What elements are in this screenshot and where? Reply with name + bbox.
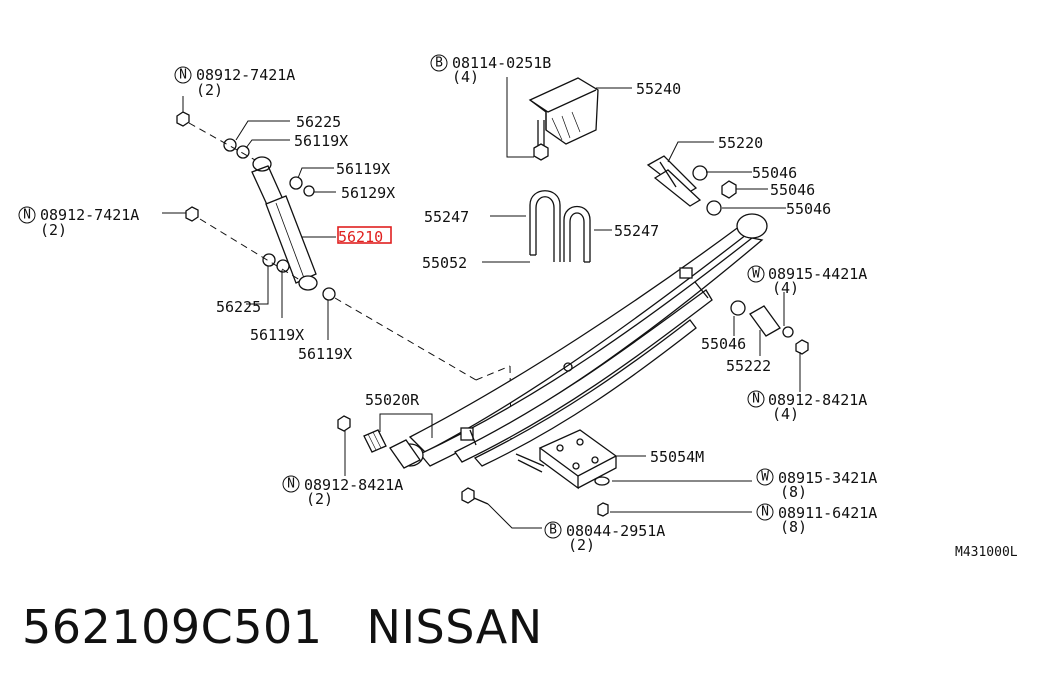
symbol-b: B <box>549 523 557 538</box>
spring-seat-drawing <box>515 429 618 517</box>
symbol-n: N <box>23 208 31 223</box>
qty-08911-6421A: (8) <box>780 518 807 536</box>
shock-absorber-drawing <box>251 156 318 291</box>
qty-08915-3421A: (8) <box>780 483 807 501</box>
label-56119X-top[interactable]: 56119X <box>294 132 348 150</box>
qty-08912-8421A-left: (2) <box>306 490 333 508</box>
label-56129X[interactable]: 56129X <box>341 184 395 202</box>
label-55220[interactable]: 55220 <box>718 134 763 152</box>
symbol-b: B <box>435 56 443 71</box>
symbol-n: N <box>287 477 295 492</box>
bump-stopper-drawing <box>528 77 599 145</box>
leader-lines <box>162 77 801 529</box>
symbol-w: W <box>761 470 769 485</box>
qty-08044-2951A: (2) <box>568 536 595 554</box>
symbol-n: N <box>179 68 187 83</box>
label-08912-7421A-left[interactable]: 08912-7421A <box>40 206 139 224</box>
footer-title: 562109C501 NISSAN <box>22 600 543 654</box>
label-55247-left[interactable]: 55247 <box>424 208 469 226</box>
highlight-box <box>337 226 392 244</box>
label-56119X-bottom-2[interactable]: 56119X <box>298 345 352 363</box>
symbol-n: N <box>752 392 760 407</box>
label-56119X-bottom-1[interactable]: 56119X <box>250 326 304 344</box>
highlight-56210[interactable]: 56210 <box>337 226 392 246</box>
qty-08915-4421A: (4) <box>772 279 799 297</box>
label-08915-4421A[interactable]: 08915-4421A <box>768 265 867 283</box>
label-55046-2[interactable]: 55046 <box>770 181 815 199</box>
part-number: 562109C501 <box>22 600 323 654</box>
label-55240[interactable]: 55240 <box>636 80 681 98</box>
label-08915-3421A[interactable]: 08915-3421A <box>778 469 877 487</box>
diagram-code: M431000L <box>955 545 1018 560</box>
qty-08912-8421A-right: (4) <box>772 405 799 423</box>
qty-08912-7421A-left: (2) <box>40 221 67 239</box>
label-55020R[interactable]: 55020R <box>365 391 420 409</box>
label-08912-8421A-left[interactable]: 08912-8421A <box>304 476 403 494</box>
label-56225-bottom[interactable]: 56225 <box>216 298 261 316</box>
label-55054M[interactable]: 55054M <box>650 448 704 466</box>
label-08044-2951A[interactable]: 08044-2951A <box>566 522 665 540</box>
symbol-n: N <box>761 505 769 520</box>
shackle-hardware <box>692 165 809 355</box>
label-55046-4[interactable]: 55046 <box>701 335 746 353</box>
leaf-spring-drawing <box>389 213 768 469</box>
qty-08114-0251B: (4) <box>452 68 479 86</box>
bump-bolt-drawing <box>533 120 549 161</box>
label-55046-3[interactable]: 55046 <box>786 200 831 218</box>
label-08912-7421A-top[interactable]: 08912-7421A <box>196 66 295 84</box>
label-55052[interactable]: 55052 <box>422 254 467 272</box>
u-bolts-drawing <box>529 190 591 263</box>
label-56119X-mid[interactable]: 56119X <box>336 160 390 178</box>
label-56210[interactable]: 56210 <box>338 228 383 246</box>
symbol-w: W <box>752 267 760 282</box>
symbol-badges <box>18 54 774 539</box>
label-55046-1[interactable]: 55046 <box>752 164 797 182</box>
label-55222[interactable]: 55222 <box>726 357 771 375</box>
label-56225-top[interactable]: 56225 <box>296 113 341 131</box>
brand-name: NISSAN <box>366 600 543 654</box>
symbol-letters: N N B W N N W N B <box>23 56 769 538</box>
rear-hardware <box>337 415 489 505</box>
label-08911-6421A[interactable]: 08911-6421A <box>778 504 877 522</box>
label-08114-0251B[interactable]: 08114-0251B <box>452 54 551 72</box>
qty-08912-7421A-top: (2) <box>196 81 223 99</box>
label-08912-8421A-right[interactable]: 08912-8421A <box>768 391 867 409</box>
label-55247-right[interactable]: 55247 <box>614 222 659 240</box>
shackle-drawing <box>646 155 702 207</box>
